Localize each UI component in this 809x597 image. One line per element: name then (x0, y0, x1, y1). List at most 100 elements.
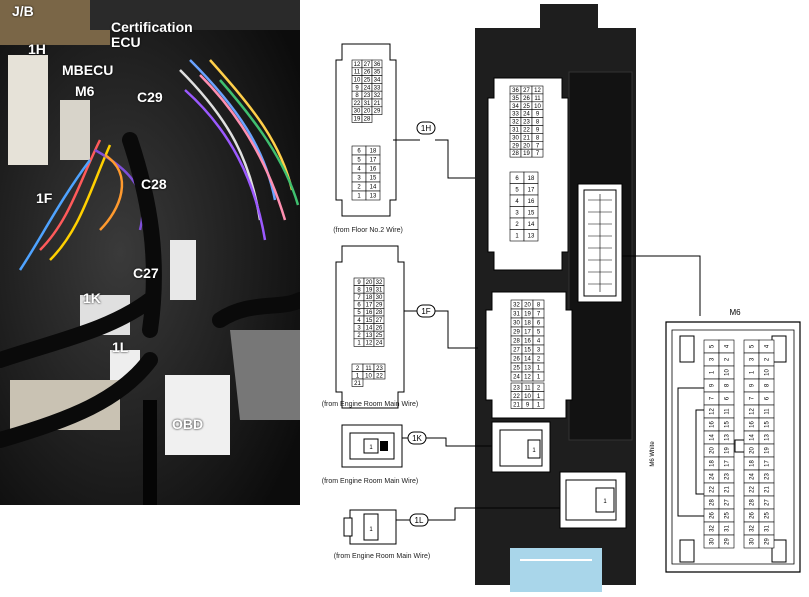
pin-label: 32 (376, 280, 383, 286)
pin-label: 15 (524, 348, 531, 354)
pin-label: 30 (376, 295, 383, 301)
pin-label: 17 (524, 330, 531, 336)
pin-label: 14 (750, 434, 756, 441)
m6-title: M6 (729, 308, 741, 317)
pin-label: 8 (725, 383, 731, 387)
pin-label: 7 (536, 151, 540, 157)
pin-label: 32 (513, 303, 520, 309)
jb-socket-1l: 1 (559, 471, 627, 529)
pin-label: 2 (356, 366, 360, 372)
pin-label: 13 (765, 434, 771, 441)
pin-label: 8 (765, 383, 771, 387)
pin-label: 1 (750, 370, 756, 374)
pin-label: 29 (376, 303, 383, 309)
pin-label: 3 (537, 348, 541, 354)
pin-label: 29 (725, 538, 731, 545)
pin-label: 27 (376, 318, 383, 324)
tag-1h (416, 121, 436, 135)
pin-cell (351, 378, 364, 387)
pin-label: 11 (524, 385, 531, 391)
pin-label: 2 (765, 357, 771, 361)
pin-label: 12 (750, 408, 756, 415)
pin-label: 12 (524, 375, 531, 381)
tag-1k-text: 1K (412, 434, 422, 443)
jb-photo: J/B 1H Certification ECU MBECU M6 C29 C2… (0, 0, 300, 505)
pin-label: 22 (354, 101, 361, 107)
pin-label: 1 (515, 233, 519, 239)
label-obd: OBD (172, 416, 204, 432)
pin-label: 28 (364, 117, 371, 123)
pin-label: 7 (710, 396, 716, 400)
pin-label: 6 (765, 396, 771, 400)
pin-label: 36 (512, 88, 519, 94)
pin-label: 34 (512, 104, 519, 110)
pin-label: 21 (765, 486, 771, 493)
pin-label: 9 (536, 127, 540, 133)
pin-label: 5 (750, 344, 756, 348)
pin-label: 9 (710, 383, 716, 387)
pin-label: 18 (370, 149, 377, 155)
pin-label: 4 (515, 199, 519, 205)
pin-label: 31 (512, 127, 519, 133)
pin-label: 27 (523, 88, 530, 94)
pin-label: 28 (376, 310, 383, 316)
pin-label: 23 (725, 473, 731, 480)
pin-label: 8 (536, 120, 540, 126)
pin-label: 6 (357, 149, 361, 155)
pin-label: 16 (366, 310, 373, 316)
pin-label: 5 (710, 344, 716, 348)
pin-cell (718, 534, 735, 549)
pin-label: 25 (376, 333, 383, 339)
pin-label: 1 (537, 375, 541, 381)
pin-label: 19 (725, 447, 731, 454)
pin-label: 24 (376, 341, 383, 347)
pin-label: 18 (750, 460, 756, 467)
pin-label: 12 (354, 62, 361, 68)
pin-label: 11 (765, 408, 771, 415)
pin-label: 3 (710, 357, 716, 361)
pin-label: 30 (513, 321, 520, 327)
pin-label: 19 (354, 117, 361, 123)
pin-label: 4 (765, 344, 771, 348)
pin-label: 16 (370, 167, 377, 173)
caption-1l: (from Engine Room Main Wire) (334, 553, 430, 560)
pin-label: 7 (357, 295, 361, 301)
pin-label: 2 (357, 185, 361, 191)
pin-label: 12 (710, 408, 716, 415)
pin-label: 11 (354, 70, 361, 76)
pin-label: 9 (750, 383, 756, 387)
pin-label: 29 (512, 143, 519, 149)
pin-label: 11 (534, 96, 541, 102)
pin-label: 21 (523, 135, 530, 141)
pin-label: 1 (356, 373, 360, 379)
pin-label: 7 (537, 312, 541, 318)
pin-label: 6 (515, 176, 519, 182)
pin-label: 32 (512, 120, 519, 126)
photo-graphic (0, 0, 300, 505)
pin-label: 31 (376, 287, 383, 293)
label-m6: M6 (75, 83, 95, 99)
pin-cell (365, 190, 381, 201)
pin-label: 33 (512, 112, 519, 118)
pin-label: 27 (725, 499, 731, 506)
pin-label: 4 (725, 344, 731, 348)
pin-label: 23 (765, 473, 771, 480)
pin-label: 26 (750, 512, 756, 519)
pin-label: 22 (750, 486, 756, 493)
pin-label: 14 (370, 185, 377, 191)
connector-1l: 1 (343, 509, 397, 545)
caption-1k: (from Engine Room Main Wire) (322, 478, 418, 485)
pin-label: 19 (765, 447, 771, 454)
pin-cell (532, 371, 545, 382)
caption-1h: (from Floor No.2 Wire) (333, 227, 403, 234)
pin-label: 10 (534, 104, 541, 110)
pin-label: 2 (515, 222, 519, 228)
pin-label: 1 (537, 366, 541, 372)
pin-label: 20 (364, 109, 371, 115)
jb-socket-m6 (577, 183, 623, 303)
label-certification-ecu: Certification ECU (111, 19, 193, 50)
pin-label: 23 (513, 385, 520, 391)
label-c28: C28 (141, 176, 167, 192)
